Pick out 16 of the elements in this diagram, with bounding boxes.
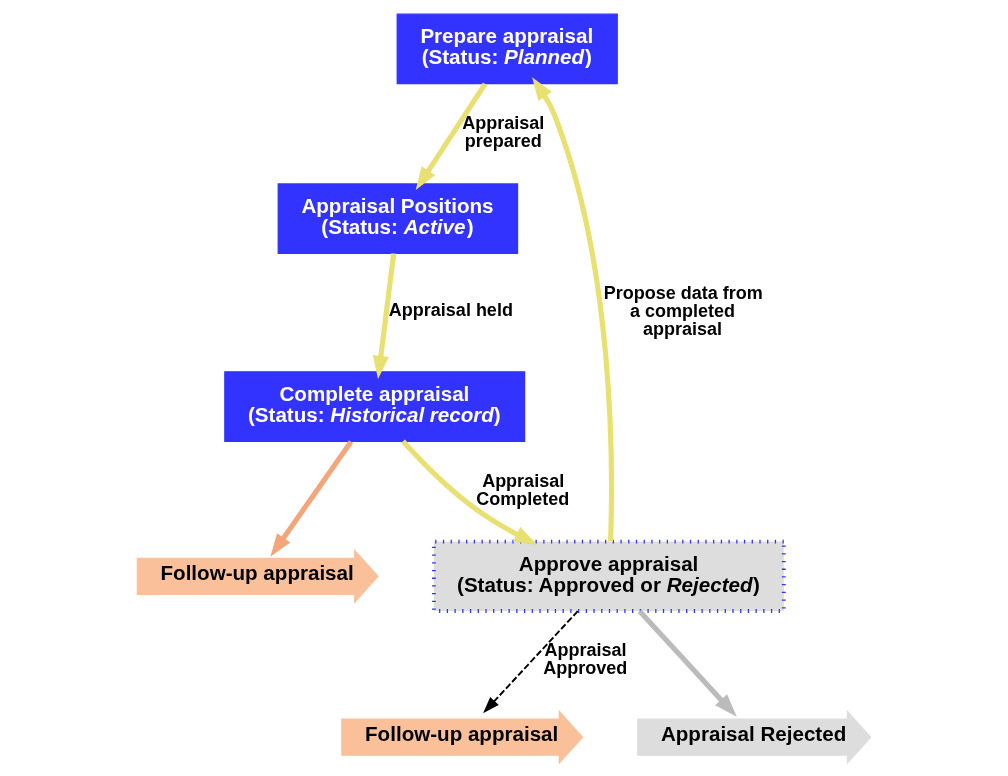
- arrow: [637, 608, 737, 717]
- edge-label: Appraisal held: [388, 299, 513, 320]
- edge-label: Appraisal Approved: [543, 639, 628, 678]
- arrow: [372, 252, 397, 379]
- arrow: [401, 439, 538, 545]
- arrow: [532, 76, 615, 541]
- node-box: Appraisal Positions (Status: Active): [277, 182, 519, 254]
- node-box: Prepare appraisal (Status: Planned): [396, 13, 618, 84]
- node-box: Approve appraisal (Status: Approved or Rejected): [431, 539, 786, 613]
- arrow: [415, 82, 488, 190]
- node-box: Complete appraisal (Status: Historical record): [224, 370, 526, 442]
- edge-label: Appraisal prepared: [462, 112, 545, 151]
- edge-label: Propose data from a completed appraisal: [603, 282, 763, 339]
- edge-label: Appraisal Completed: [476, 470, 570, 509]
- arrow: [270, 439, 354, 557]
- arrow: [483, 609, 579, 713]
